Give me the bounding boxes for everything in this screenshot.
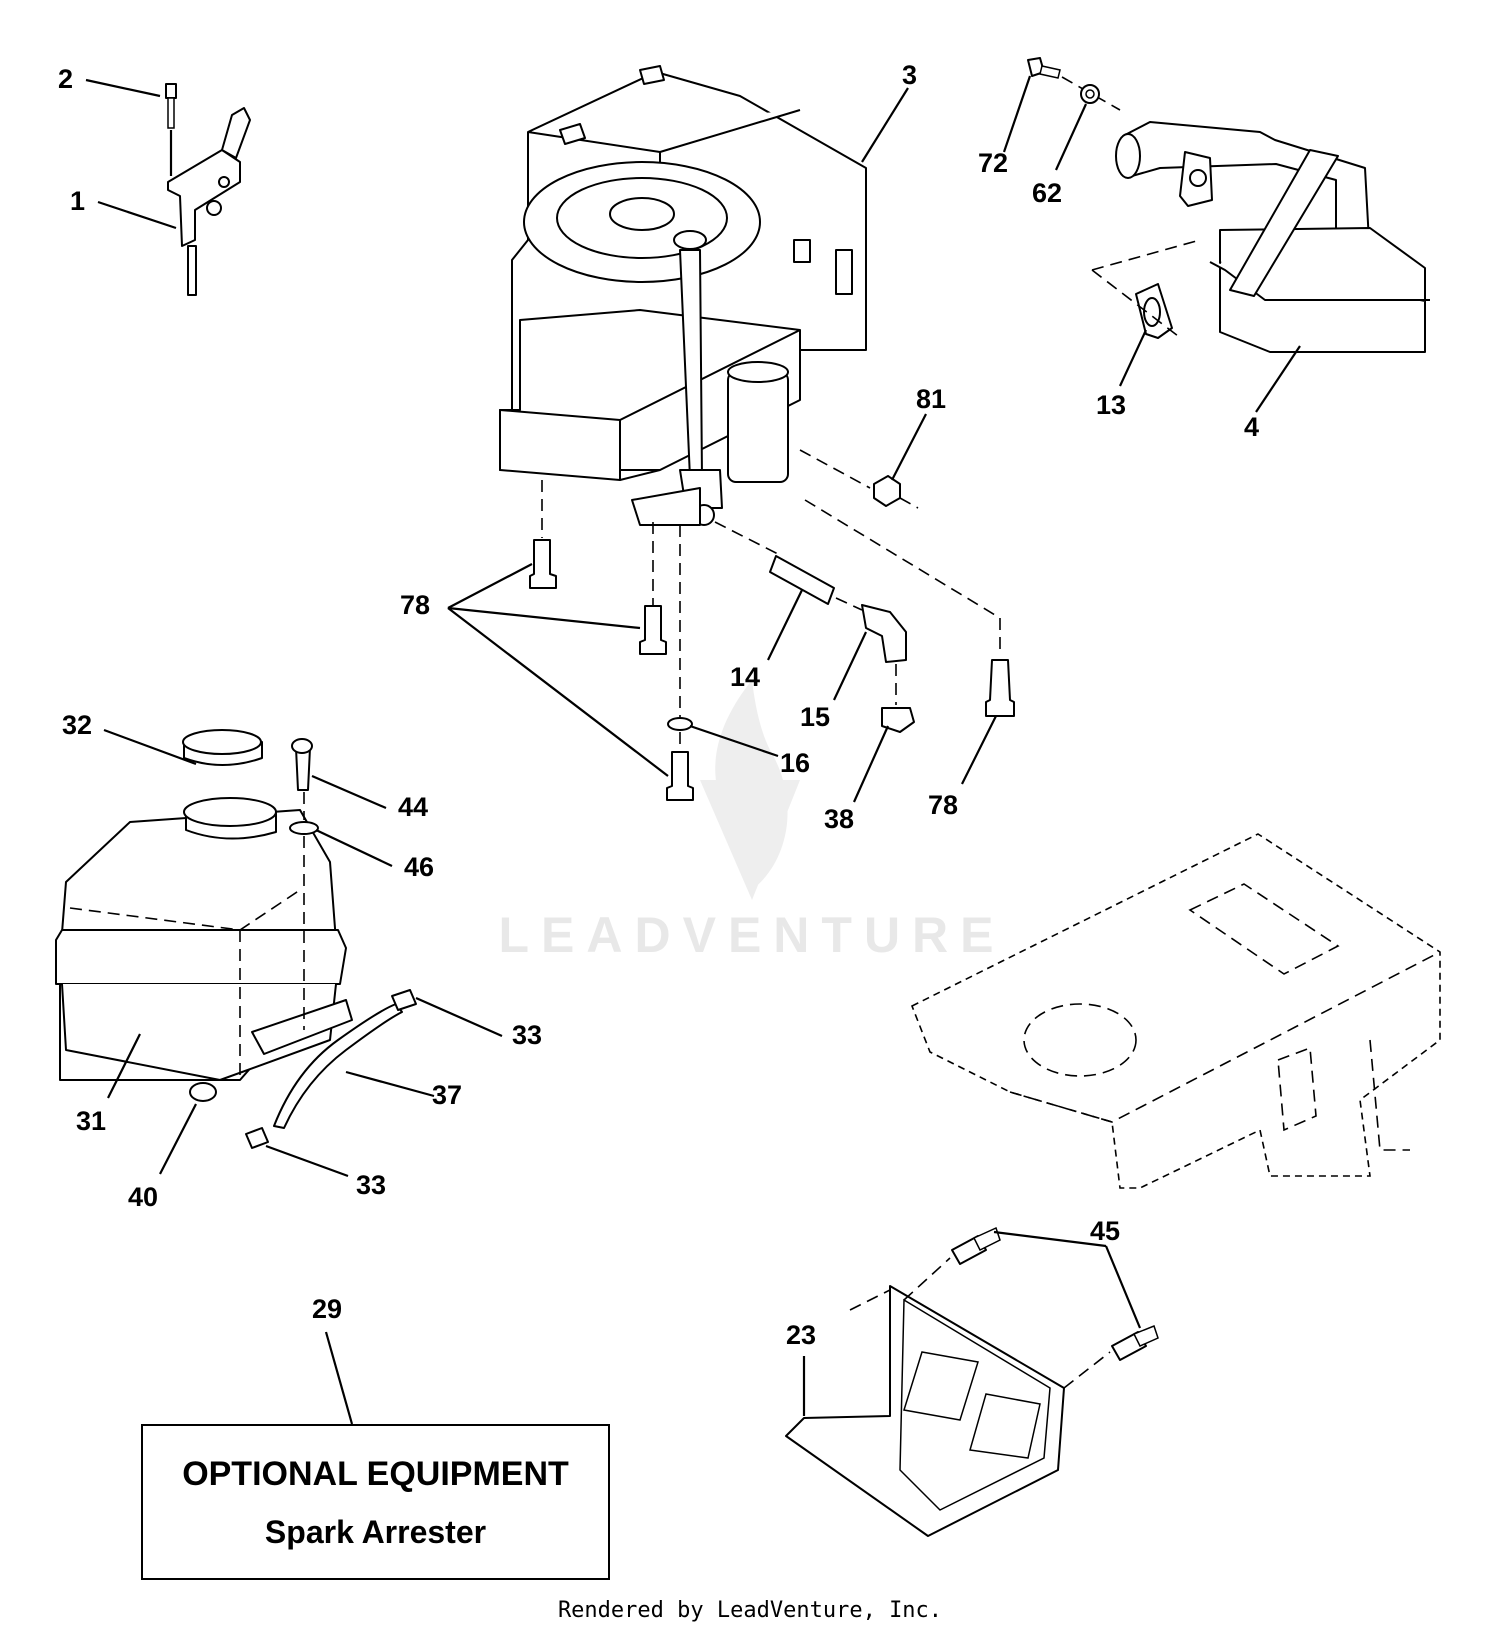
callout-16: 16: [780, 748, 810, 778]
callout-33b: 33: [356, 1170, 386, 1200]
throttle-control: [165, 83, 251, 296]
callout-81: 81: [916, 384, 946, 414]
callout-44: 44: [398, 792, 428, 822]
mounting-plate: [785, 1226, 1159, 1537]
callout-45: 45: [1090, 1216, 1120, 1246]
callout-15: 15: [800, 702, 830, 732]
flame-logo-icon: [700, 680, 800, 900]
callout-37: 37: [432, 1080, 462, 1110]
optional-equipment-box: OPTIONAL EQUIPMENT Spark Arrester: [141, 1424, 610, 1580]
engine-fasteners: [529, 449, 1015, 801]
callout-33a: 33: [512, 1020, 542, 1050]
leader-lines: [85, 75, 1301, 1425]
watermark-text: LEADVENTURE: [498, 907, 1005, 963]
callout-38: 38: [824, 804, 854, 834]
callout-72: 72: [978, 148, 1008, 178]
callout-2: 2: [58, 64, 73, 94]
exhaust-assembly: [1027, 57, 1430, 353]
watermark: LEADVENTURE: [498, 680, 1005, 963]
callout-29: 29: [312, 1294, 342, 1324]
callout-13: 13: [1096, 390, 1126, 420]
callout-62: 62: [1032, 178, 1062, 208]
spark-arrester-label: Spark Arrester: [264, 1514, 487, 1550]
callout-78b: 78: [928, 790, 958, 820]
callout-4: 4: [1244, 412, 1259, 442]
footer-credit: Rendered by LeadVenture, Inc.: [557, 1598, 943, 1623]
optional-equipment-title: OPTIONAL EQUIPMENT: [182, 1455, 569, 1493]
fuel-tank-assembly: [55, 729, 417, 1149]
callout-14: 14: [730, 662, 760, 692]
callout-1: 1: [70, 186, 85, 216]
callout-32: 32: [62, 710, 92, 740]
frame-reference: [910, 833, 1441, 1189]
callout-78a: 78: [400, 590, 430, 620]
callout-46: 46: [404, 852, 434, 882]
callout-31: 31: [76, 1106, 106, 1136]
callout-3: 3: [902, 60, 917, 90]
callout-40: 40: [128, 1182, 158, 1212]
callouts: 2 1 3 72 62 13 4 81 78 14 15 16 38 78 32…: [58, 60, 1259, 1350]
engine: [499, 65, 867, 526]
callout-23: 23: [786, 1320, 816, 1350]
